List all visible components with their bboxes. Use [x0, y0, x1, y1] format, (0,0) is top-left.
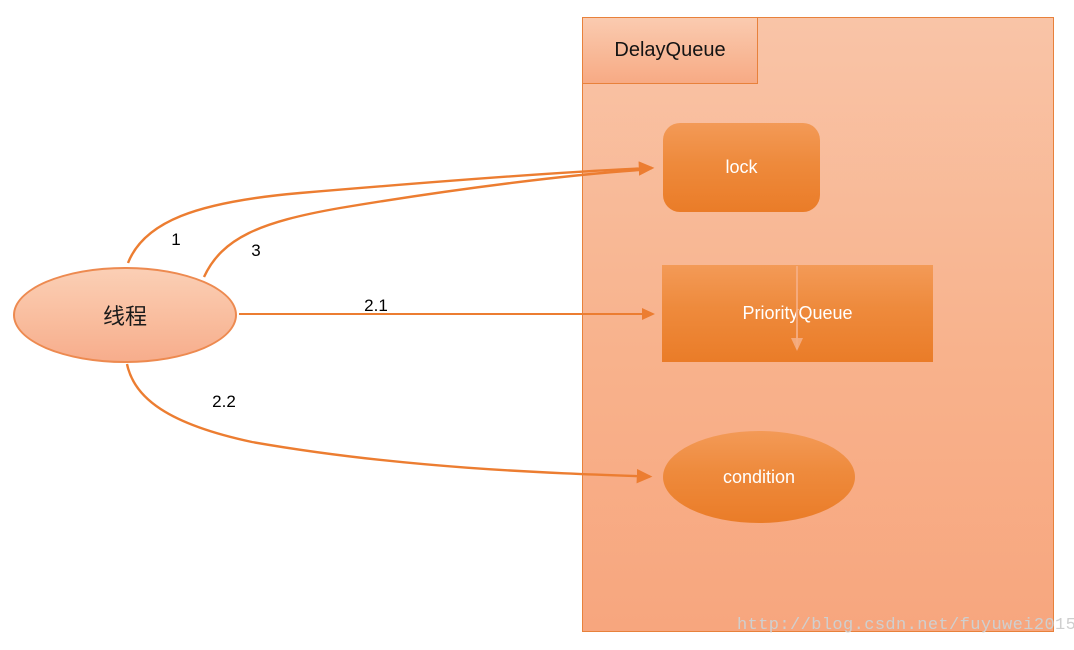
delayqueue-title: DelayQueue: [614, 39, 726, 61]
node-priorityqueue: PriorityQueue: [662, 265, 933, 362]
watermark-text: http://blog.csdn.net/fuyuwei2015: [737, 616, 1074, 635]
actor-thread-label: 线程: [102, 305, 147, 330]
delayqueue-tab: DelayQueue: [582, 17, 758, 84]
edge-3-path: [202, 168, 647, 278]
actor-thread-ellipse: 线程: [13, 267, 237, 363]
node-lock: lock: [663, 123, 820, 212]
node-lock-label: lock: [725, 157, 758, 177]
edge-1-path: [126, 161, 655, 264]
node-condition: condition: [663, 431, 855, 523]
edge-label-3: 3: [251, 241, 261, 260]
edge-label-2-1: 2.1: [364, 296, 388, 315]
edge-label-1: 1: [171, 230, 181, 249]
edge-label-2-2: 2.2: [212, 392, 236, 411]
edge-2-2-path: [125, 363, 653, 484]
node-priorityqueue-label: PriorityQueue: [742, 303, 853, 323]
node-condition-label: condition: [722, 466, 796, 487]
